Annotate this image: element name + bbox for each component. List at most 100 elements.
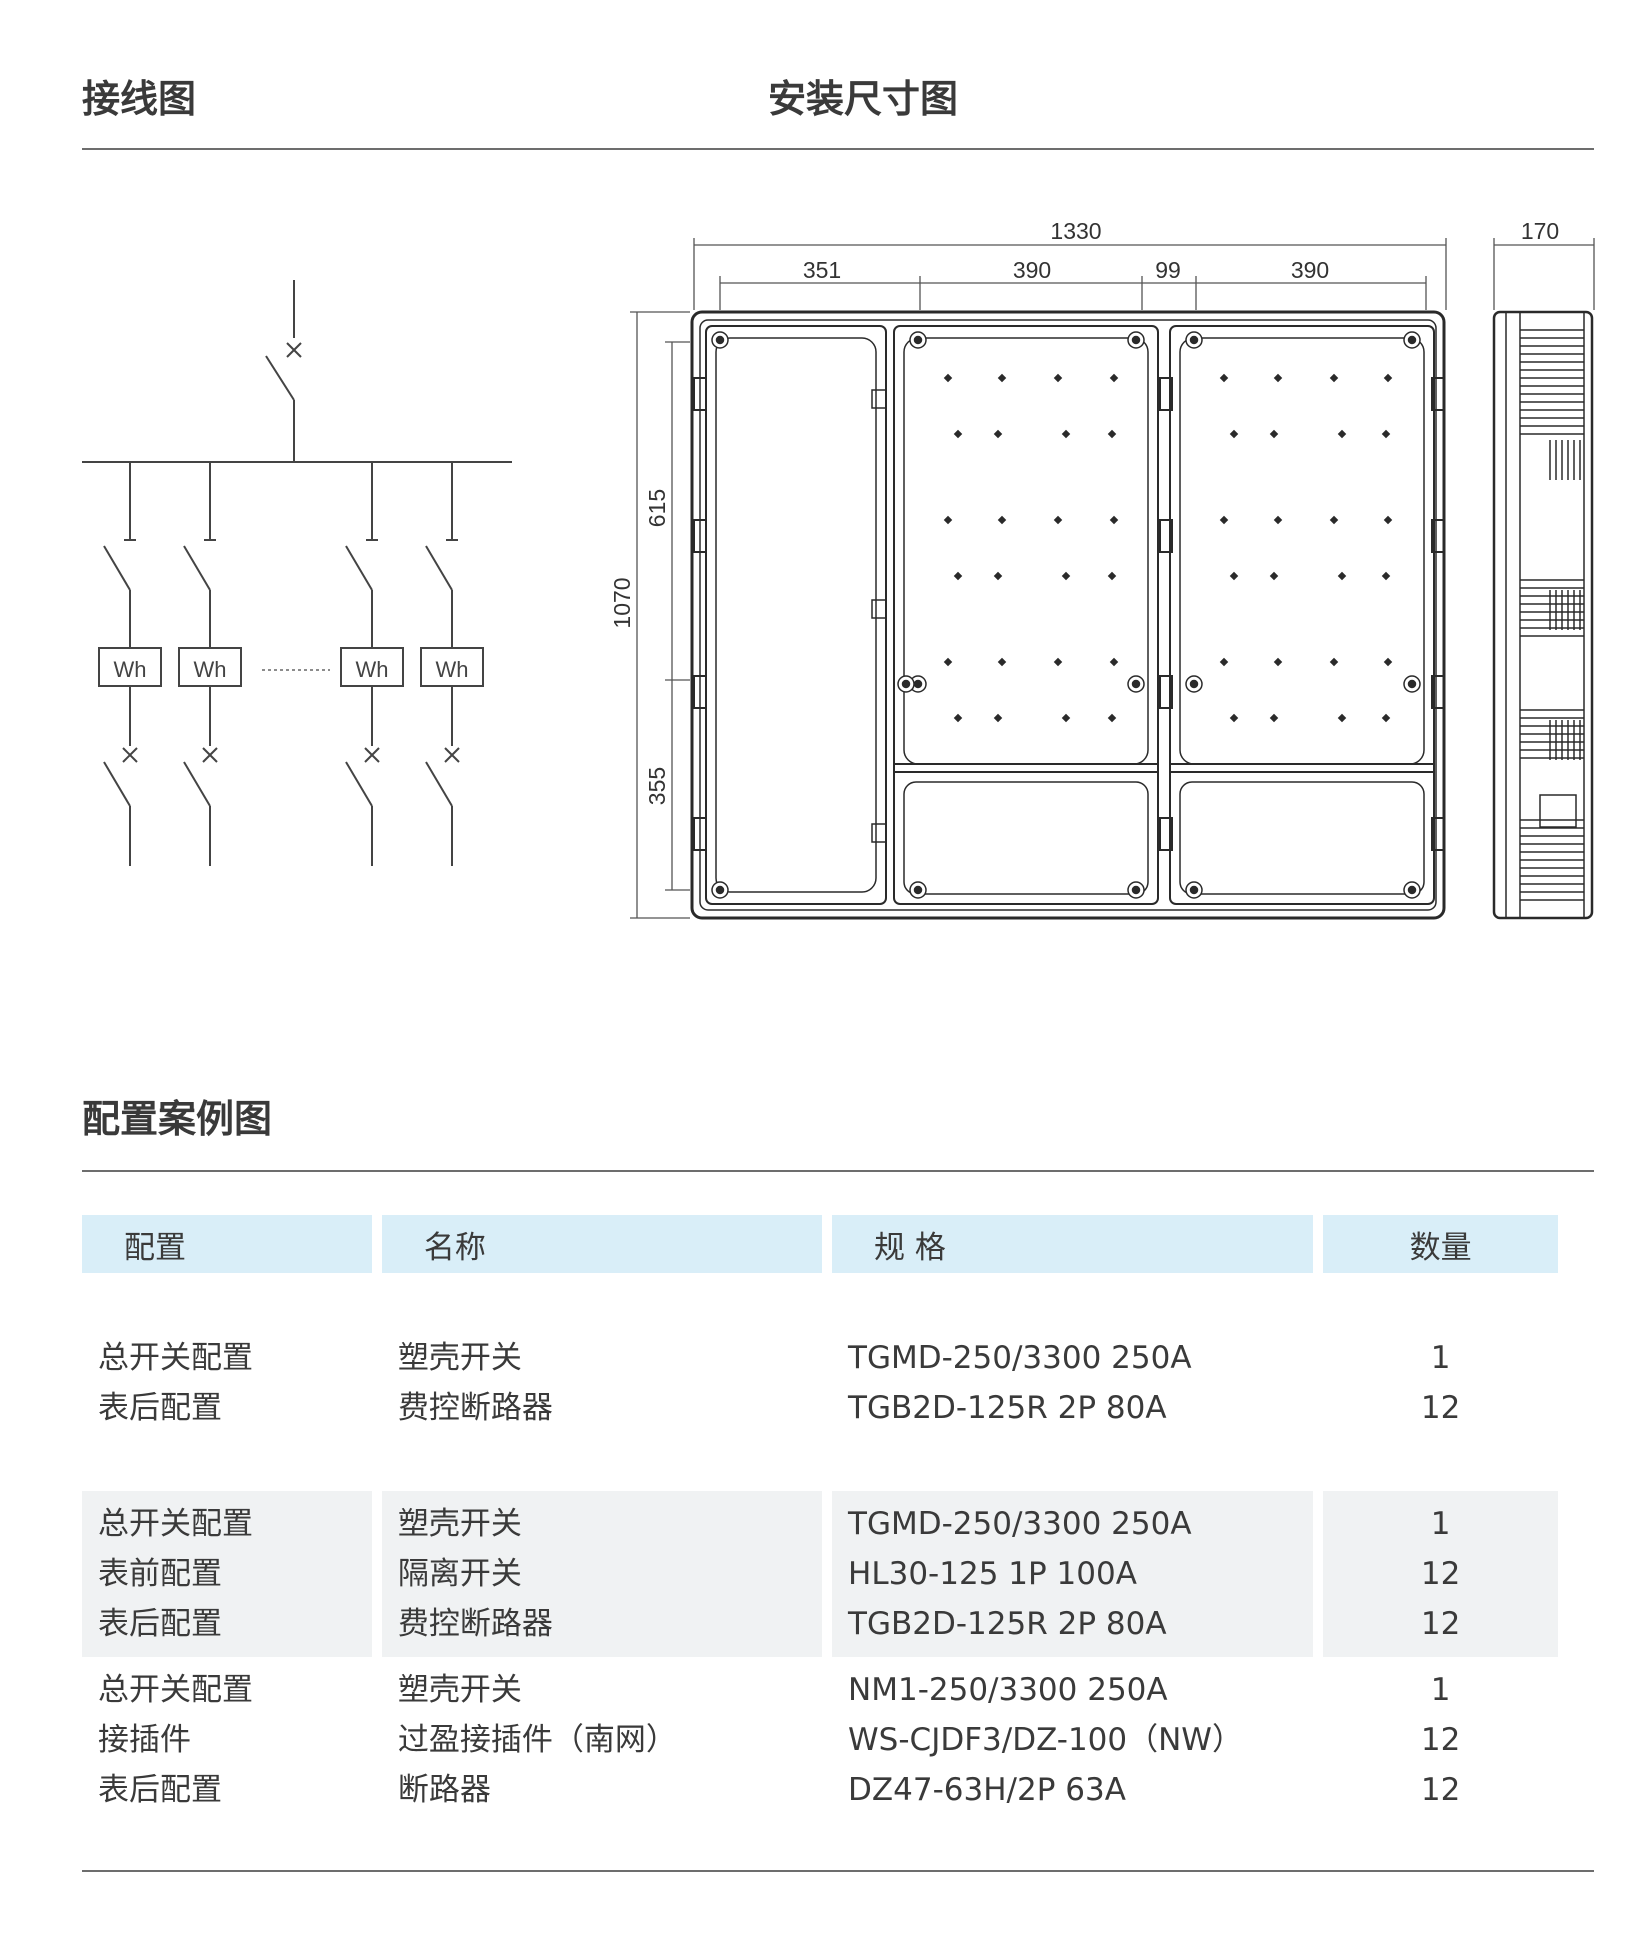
mount-hole <box>1107 713 1117 723</box>
dim-height: 1070 <box>609 577 635 628</box>
mount-hole <box>1061 429 1071 439</box>
screw-center <box>715 885 725 895</box>
config-table: 配置 名称 规 格 数量 总开关配置表后配置 塑壳开关费控断路器 TGMD-25… <box>72 1215 1568 1823</box>
config-group-3: 总开关配置接插件表后配置 塑壳开关过盈接插件（南网）断路器 NM1-250/33… <box>82 1657 1558 1823</box>
mount-hole <box>1229 713 1239 723</box>
mount-hole <box>1381 571 1391 581</box>
mount-hole <box>1269 713 1279 723</box>
cell: TGMD-250/3300 250A <box>848 1506 1192 1542</box>
cell: 总开关配置 <box>98 1506 253 1542</box>
screw-center <box>1131 885 1141 895</box>
screw-center <box>715 335 725 345</box>
mount-hole <box>953 713 963 723</box>
cell: 总开关配置 <box>98 1672 253 1708</box>
mount-hole <box>997 373 1007 383</box>
screw-center <box>1131 679 1141 689</box>
mount-hole <box>993 713 1003 723</box>
screw-center <box>1189 885 1199 895</box>
mount-hole <box>1107 429 1117 439</box>
mount-hole <box>1383 515 1393 525</box>
config-divider <box>82 1170 1594 1172</box>
config-table-header: 配置 名称 规 格 数量 <box>82 1215 1558 1273</box>
config-group-1: 总开关配置表后配置 塑壳开关费控断路器 TGMD-250/3300 250A TG… <box>82 1325 1558 1441</box>
mount-hole <box>1109 373 1119 383</box>
config-example-title: 配置案例图 <box>82 1097 273 1141</box>
cell: 表后配置 <box>98 1390 222 1426</box>
cell: 表前配置 <box>98 1556 222 1592</box>
meter-label: Wh <box>114 657 147 682</box>
screw-center <box>901 679 911 689</box>
mount-hole <box>1337 429 1347 439</box>
mount-hole <box>1061 571 1071 581</box>
cell: 1 <box>1430 1340 1451 1376</box>
cell: 费控断路器 <box>397 1606 553 1642</box>
mount-hole <box>993 571 1003 581</box>
mount-hole <box>953 429 963 439</box>
mount-hole <box>1109 515 1119 525</box>
bottom-divider <box>82 1870 1594 1872</box>
dim-seg-4: 390 <box>1291 257 1329 283</box>
mount-hole <box>1229 571 1239 581</box>
mount-hole <box>953 571 963 581</box>
meter-label: Wh <box>356 657 389 682</box>
cell: DZ47-63H/2P 63A <box>848 1772 1126 1808</box>
cell: NM1-250/3300 250A <box>848 1672 1168 1708</box>
screw-center <box>1407 885 1417 895</box>
cell: 12 <box>1420 1556 1461 1592</box>
dim-total-width: 1330 <box>1050 218 1101 244</box>
mount-hole <box>1383 373 1393 383</box>
cell: 接插件 <box>98 1722 191 1758</box>
mount-hole <box>943 657 953 667</box>
mount-hole <box>993 429 1003 439</box>
meter-label: Wh <box>194 657 227 682</box>
cell: TGB2D-125R 2P 80A <box>848 1390 1167 1426</box>
mount-hole <box>1337 713 1347 723</box>
mount-hole <box>1273 657 1283 667</box>
mount-hole <box>1219 373 1229 383</box>
mount-hole <box>1273 515 1283 525</box>
mount-hole <box>1109 657 1119 667</box>
screw-center <box>913 679 923 689</box>
screw-center <box>913 335 923 345</box>
cell: TGMD-250/3300 250A <box>848 1340 1192 1376</box>
cell: 隔离开关 <box>397 1556 522 1592</box>
mount-hole <box>1269 571 1279 581</box>
mount-hole <box>1053 515 1063 525</box>
cell: 表后配置 <box>98 1606 222 1642</box>
mount-hole <box>1053 657 1063 667</box>
cell: 总开关配置 <box>98 1340 253 1376</box>
mount-hole <box>943 373 953 383</box>
cell: 塑壳开关 <box>397 1506 522 1542</box>
cell: 塑壳开关 <box>397 1672 522 1708</box>
dim-lower: 355 <box>644 767 670 805</box>
config-group-2: 总开关配置表前配置表后配置 塑壳开关隔离开关费控断路器 TGMD-250/330… <box>82 1491 1558 1657</box>
screw-center <box>1189 335 1199 345</box>
cell: WS-CJDF3/DZ-100（NW） <box>848 1722 1243 1758</box>
mount-hole <box>1061 713 1071 723</box>
cell: TGB2D-125R 2P 80A <box>848 1606 1167 1642</box>
cell: 表后配置 <box>98 1772 222 1808</box>
mount-hole <box>943 515 953 525</box>
dim-seg-1: 351 <box>803 257 841 283</box>
cell: HL30-125 1P 100A <box>848 1556 1137 1592</box>
cell: 费控断路器 <box>397 1390 553 1426</box>
screw-center <box>1407 335 1417 345</box>
mount-hole <box>1383 657 1393 667</box>
mount-hole <box>1107 571 1117 581</box>
dim-depth: 170 <box>1521 218 1559 244</box>
header-spec: 规 格 <box>832 1215 1314 1273</box>
top-divider <box>82 148 1594 150</box>
cell: 1 <box>1430 1672 1451 1708</box>
screw-center <box>1189 679 1199 689</box>
mount-hole <box>997 515 1007 525</box>
dim-upper: 615 <box>644 489 670 527</box>
screw-center <box>1407 679 1417 689</box>
mount-hole <box>1337 571 1347 581</box>
cell: 12 <box>1420 1772 1461 1808</box>
cell: 12 <box>1420 1722 1461 1758</box>
cell: 1 <box>1430 1506 1451 1542</box>
wiring-diagram-title: 接线图 <box>82 77 197 121</box>
header-qty: 数量 <box>1323 1215 1558 1273</box>
cell: 塑壳开关 <box>397 1340 522 1376</box>
cell: 断路器 <box>397 1772 491 1808</box>
